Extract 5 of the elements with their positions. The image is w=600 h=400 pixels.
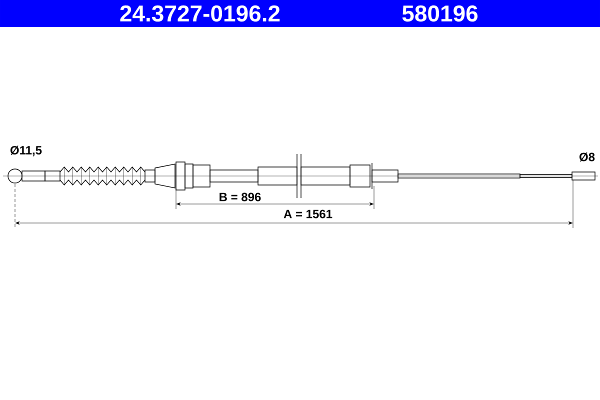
title-band: 24.3727-0196.2 580196 <box>0 0 600 27</box>
dimension-label: A = 1561 <box>282 208 334 220</box>
dimension-label: Ø11,5 <box>9 144 44 158</box>
dimension-label: B = 896 <box>218 192 262 202</box>
dimension-label: Ø8 <box>578 151 596 163</box>
